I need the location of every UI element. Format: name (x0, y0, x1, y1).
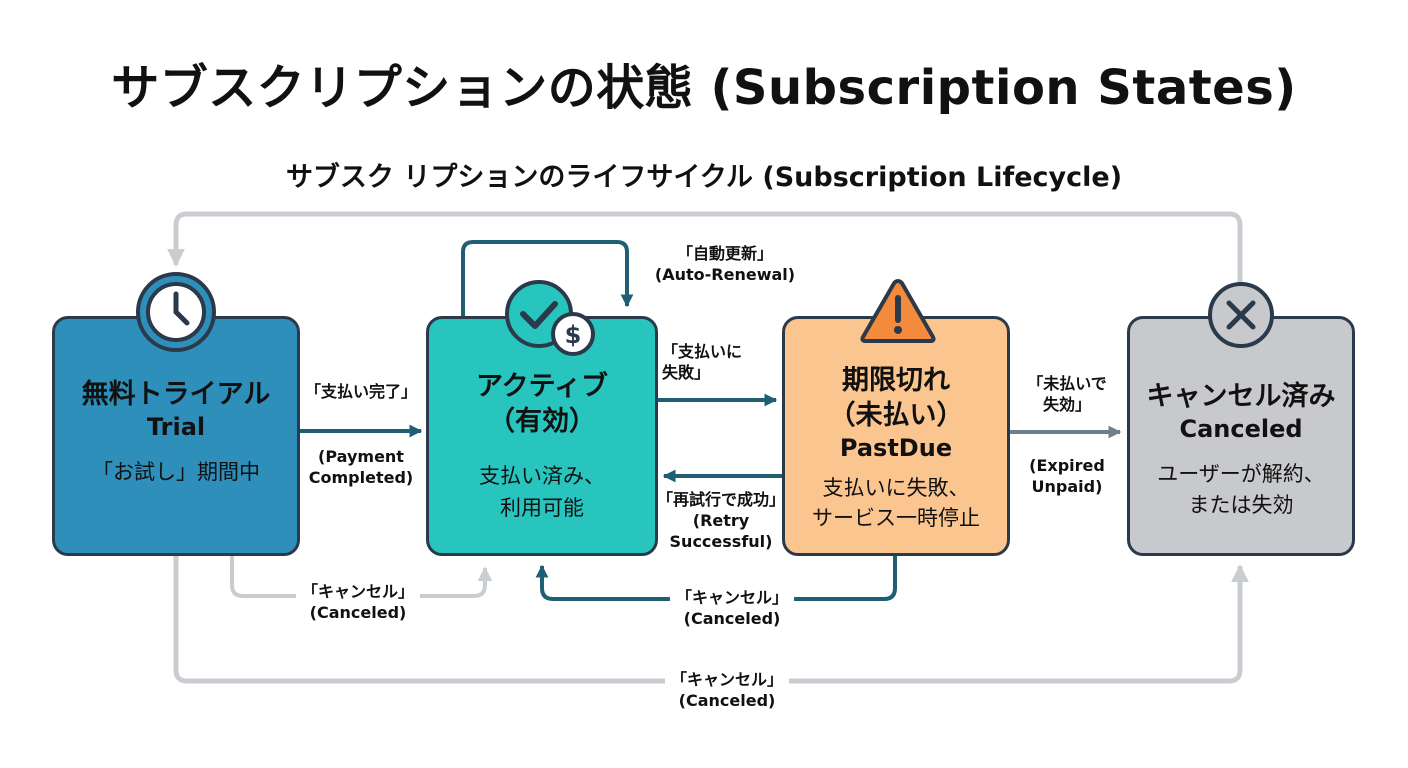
page-title: サブスクリプションの状態 (Subscription States) (111, 60, 1297, 116)
x-circle-icon (1208, 282, 1274, 348)
state-active-desc2: 利用可能 (500, 495, 584, 520)
state-trial-desc: 「お試し」期間中 (92, 460, 260, 485)
label-cancel-pastdue-en: (Canceled) (683, 608, 781, 628)
state-trial-en: Trial (146, 413, 206, 442)
label-payment-completed-en-block: (Payment Completed) (300, 447, 422, 489)
state-canceled-desc1: ユーザーが解約、 (1157, 462, 1325, 487)
state-pastdue-en: PastDue (839, 434, 953, 463)
svg-text:$: $ (565, 321, 582, 349)
label-expired-unpaid-en: (Expired Unpaid) (1014, 456, 1120, 498)
state-active-jp: アクティブ (475, 371, 609, 402)
clock-icon (136, 272, 216, 352)
label-payment-completed-jp: 「支払い完了」 (304, 382, 417, 401)
state-trial: 無料トライアル Trial 「お試し」期間中 (52, 316, 300, 556)
check-dollar-icon: $ (505, 280, 595, 356)
state-canceled-jp: キャンセル済み (1146, 381, 1336, 412)
warning-icon (860, 279, 936, 343)
label-expired-unpaid-jp2: 失効」 (1042, 394, 1091, 414)
label-auto-renewal-jp: 「自動更新」 (676, 244, 773, 263)
label-payment-failed: 「支払いに 失敗」 (662, 342, 772, 384)
state-canceled: キャンセル済み Canceled ユーザーが解約、 または失効 (1127, 316, 1355, 556)
label-cancel-trial-jp: 「キャンセル」 (295, 582, 420, 603)
label-cancel-all-jp: 「キャンセル」 (664, 670, 789, 691)
state-trial-jp: 無料トライアル (81, 379, 271, 410)
arrow-canceled-to-trial (167, 211, 1243, 318)
state-canceled-en: Canceled (1179, 415, 1303, 444)
state-canceled-desc2: または失効 (1188, 492, 1294, 517)
state-active: アクティブ （有効） 支払い済み、 利用可能 (426, 316, 658, 556)
label-cancel-trial-en: (Canceled) (309, 602, 407, 622)
label-payment-completed-en2: Completed) (308, 467, 414, 487)
label-cancel-trial: 「キャンセル」 (Canceled) (290, 582, 426, 624)
label-expired-unpaid-jp: 「未払いで 失効」 (1014, 374, 1120, 416)
label-retry-success-en1: (Retry (692, 510, 750, 530)
state-active-desc1: 支払い済み、 (479, 464, 605, 489)
label-payment-completed: 「支払い完了」 (300, 382, 422, 403)
state-pastdue-jp2: （未払い） (828, 400, 964, 432)
label-auto-renewal: 「自動更新」 (Auto-Renewal) (640, 244, 810, 286)
label-retry-success: 「再試行で成功」 (Retry Successful) (656, 490, 786, 552)
label-payment-failed-jp2: 失敗」 (662, 362, 711, 382)
label-retry-success-en2: Successful) (669, 531, 773, 551)
label-expired-unpaid-jp1: 「未払いで (1027, 374, 1107, 393)
label-expired-unpaid-en2: Unpaid) (1031, 476, 1103, 496)
label-cancel-all: 「キャンセル」 (Canceled) (652, 670, 802, 712)
state-pastdue-desc2: サービス一時停止 (812, 505, 980, 530)
page-subtitle: サブスク リプションのライフサイクル (Subscription Lifecyc… (285, 162, 1123, 193)
arrow-auto-renewal (461, 240, 634, 316)
label-payment-failed-jp1: 「支払いに (662, 342, 743, 361)
state-pastdue-jp: 期限切れ (842, 365, 950, 396)
label-cancel-all-en: (Canceled) (678, 690, 776, 710)
label-cancel-pastdue: 「キャンセル」 (Canceled) (664, 588, 800, 630)
label-payment-completed-en1: (Payment (318, 447, 404, 466)
label-auto-renewal-en: (Auto-Renewal) (654, 264, 796, 284)
state-pastdue-desc1: 支払いに失敗、 (822, 476, 970, 501)
label-expired-unpaid-en1: (Expired (1029, 456, 1105, 475)
state-pastdue: 期限切れ （未払い） PastDue 支払いに失敗、 サービス一時停止 (782, 316, 1010, 556)
label-retry-success-jp: 「再試行で成功」 (656, 490, 785, 509)
state-active-jp2: （有効） (488, 406, 596, 438)
label-cancel-pastdue-jp: 「キャンセル」 (669, 588, 794, 609)
